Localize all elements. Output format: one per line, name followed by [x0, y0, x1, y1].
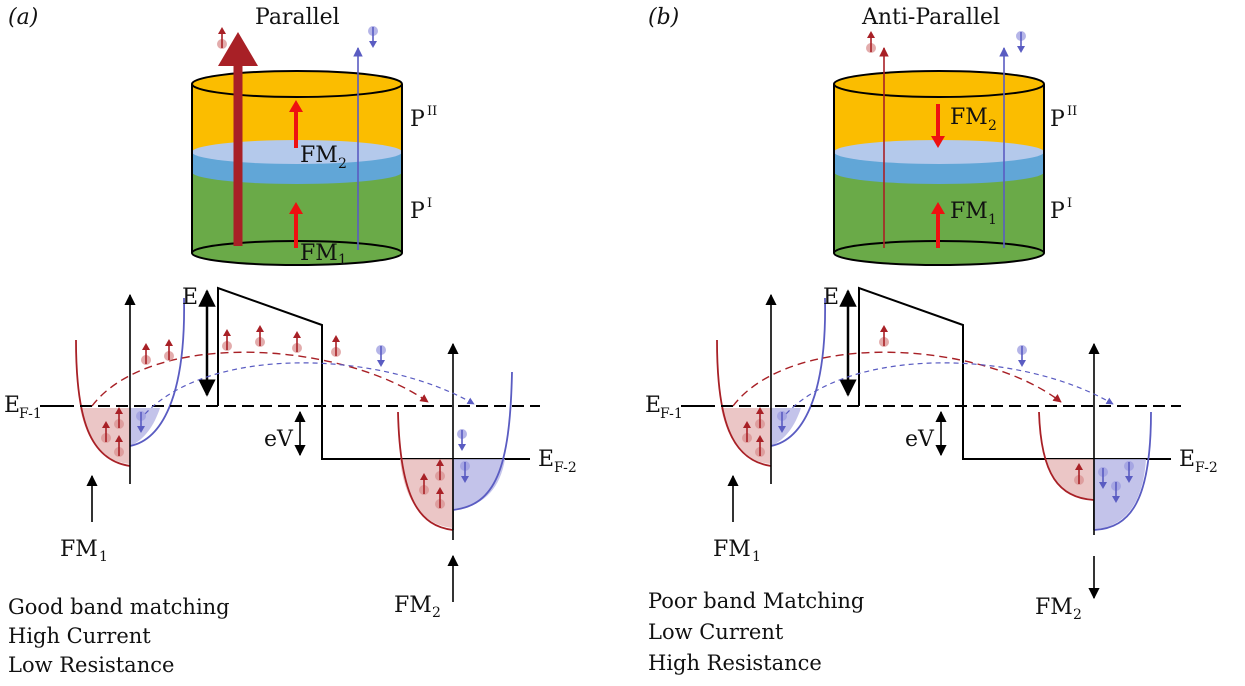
- svg-text:II: II: [1067, 104, 1077, 119]
- spin-up-tunneling-path: [91, 351, 429, 407]
- bias-voltage-label: eV: [905, 427, 935, 452]
- fm1-inner-label: FM: [300, 241, 338, 266]
- fm2-label: FM: [394, 593, 432, 618]
- note-line-3: High Resistance: [648, 651, 822, 675]
- svg-text:1: 1: [99, 549, 108, 565]
- fm2-inner-label: FM: [950, 105, 988, 130]
- svg-text:II: II: [427, 104, 437, 119]
- energy-label: E: [182, 285, 198, 310]
- svg-text:2: 2: [432, 605, 441, 621]
- spin-down-tunneling-path: [144, 362, 475, 415]
- layer-p2-label: P: [410, 107, 425, 132]
- fermi-level-right-label: E: [1179, 447, 1195, 472]
- note-line-3: Low Resistance: [8, 653, 174, 677]
- spin-down-electron-icon: [367, 25, 379, 49]
- svg-text:F-1: F-1: [19, 406, 42, 422]
- fm1-label: FM: [713, 537, 751, 562]
- svg-text:2: 2: [1073, 607, 1082, 623]
- note-line-2: Low Current: [648, 620, 784, 644]
- spin-up-tunneling-path: [732, 351, 1062, 407]
- svg-text:I: I: [427, 196, 432, 211]
- svg-text:F-2: F-2: [1195, 460, 1218, 476]
- fermi-level-left-label: E: [4, 393, 20, 418]
- fm1-inner-label: FM: [950, 199, 988, 224]
- spin-down-electron-icon: [1015, 30, 1027, 54]
- svg-text:2: 2: [988, 118, 997, 134]
- spin-up-current-arrowhead: [218, 32, 258, 66]
- spin-up-electron-icon: [865, 30, 877, 54]
- panel-a-tag: (a): [8, 5, 38, 30]
- panel-b-title: Anti-Parallel: [861, 5, 1000, 30]
- spin-down-tunneling-path: [785, 362, 1114, 415]
- fm2-label: FM: [1035, 595, 1073, 620]
- note-line-1: Good band matching: [8, 595, 230, 619]
- layer-p1-label: P: [410, 199, 425, 224]
- band-diagram-b: E E F-1 E F-2 eV FM 1 FM 2: [645, 285, 1218, 623]
- svg-text:2: 2: [338, 156, 347, 172]
- svg-text:1: 1: [752, 549, 761, 565]
- svg-text:1: 1: [338, 252, 347, 268]
- layer-p1-label: P: [1050, 199, 1065, 224]
- fm2-inner-label: FM: [300, 143, 338, 168]
- spin-up-electron-icon: [216, 26, 228, 50]
- fermi-level-right-label: E: [538, 447, 554, 472]
- note-line-2: High Current: [8, 624, 151, 648]
- svg-text:I: I: [1067, 196, 1072, 211]
- panel-b: (b) Anti-Parallel FM 2 FM 1 P II P I: [645, 5, 1218, 675]
- notes-a: Good band matching High Current Low Resi…: [8, 595, 230, 677]
- panel-a-title: Parallel: [255, 5, 340, 30]
- note-line-1: Poor band Matching: [648, 589, 864, 613]
- band-diagram-a: E E F-1 E F-2 eV FM 1 FM 2: [4, 285, 577, 621]
- fermi-level-left-label: E: [645, 393, 661, 418]
- svg-text:1: 1: [988, 212, 997, 228]
- svg-text:F-2: F-2: [554, 460, 577, 476]
- notes-b: Poor band Matching Low Current High Resi…: [648, 589, 864, 675]
- svg-text:F-1: F-1: [660, 406, 683, 422]
- panel-b-tag: (b): [648, 5, 679, 30]
- layer-p2-label: P: [1050, 107, 1065, 132]
- bias-voltage-label: eV: [264, 427, 294, 452]
- panel-a: (a) Parallel FM 2 FM 1 P II P I: [4, 5, 577, 677]
- fm1-label: FM: [60, 537, 98, 562]
- energy-label: E: [823, 285, 839, 310]
